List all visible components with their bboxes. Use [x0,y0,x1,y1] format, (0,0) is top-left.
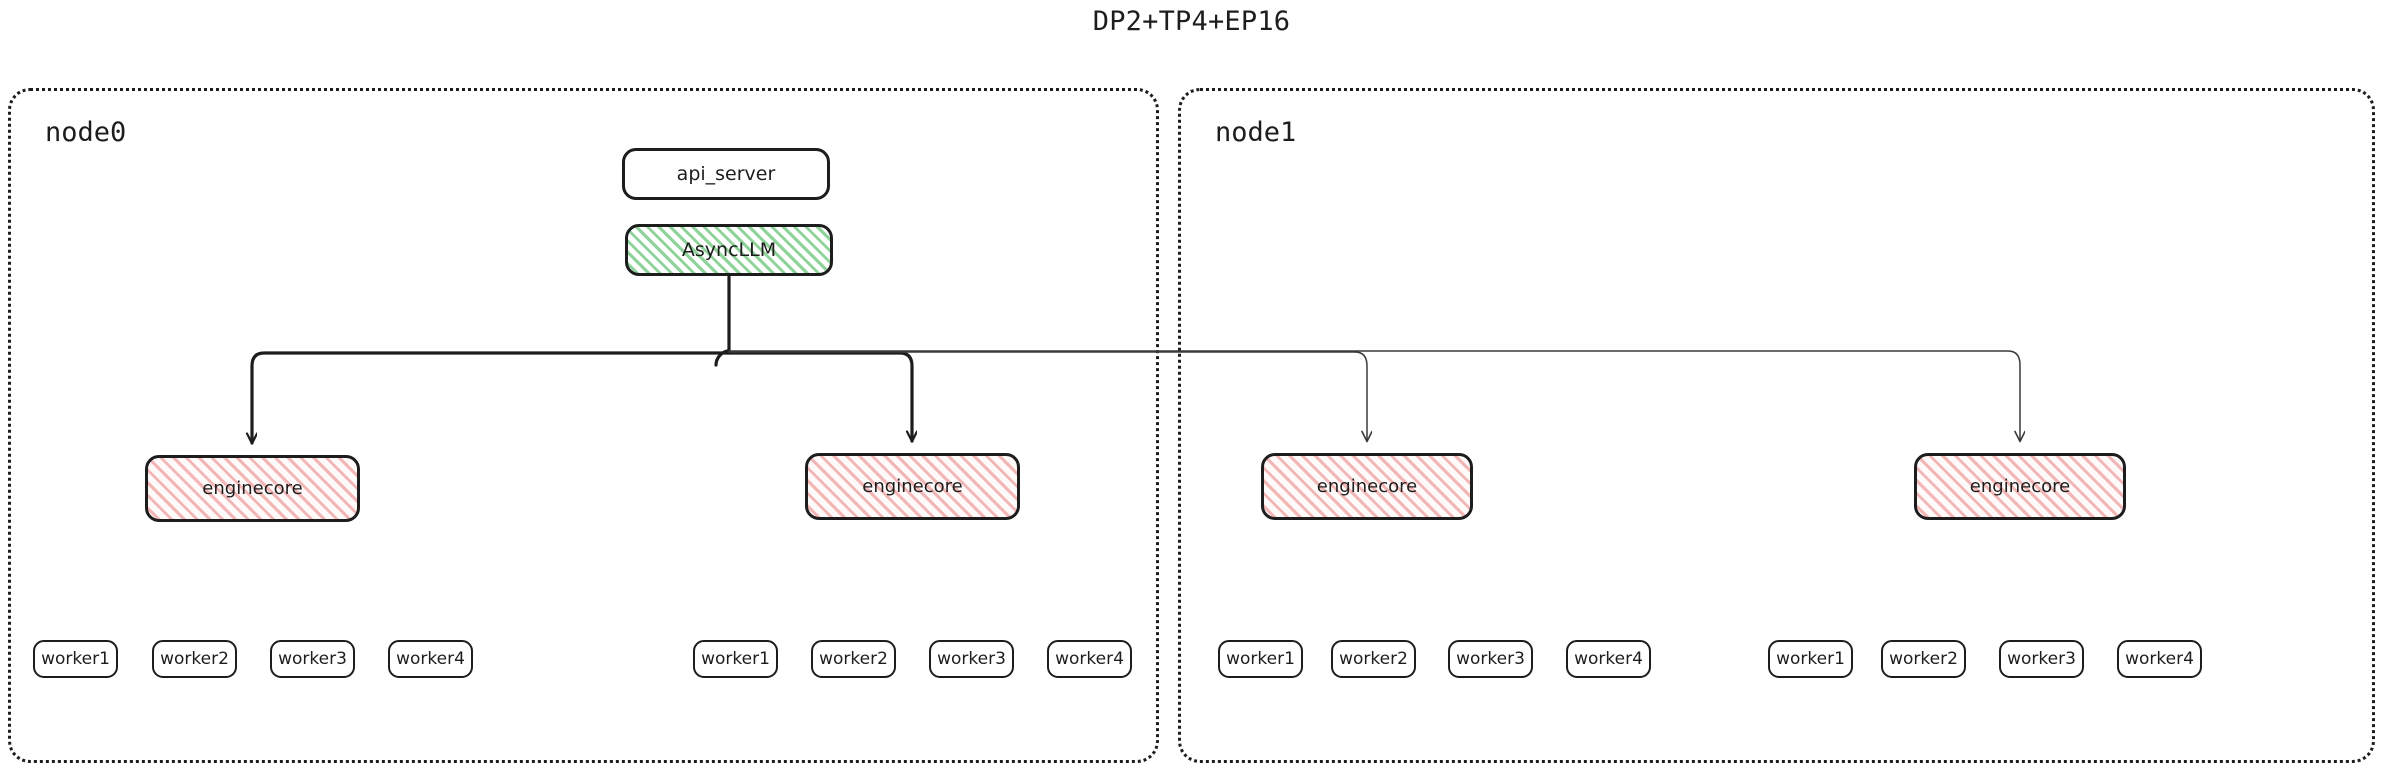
block-worker[interactable]: worker2 [1331,640,1416,678]
block-enginecore-node0-1[interactable]: enginecore [805,453,1020,520]
block-enginecore-label: enginecore [1969,476,2071,497]
block-enginecore-node1-0[interactable]: enginecore [1261,453,1473,520]
block-worker-label: worker3 [1456,649,1525,669]
block-worker-label: worker2 [819,649,888,669]
block-worker[interactable]: worker4 [388,640,473,678]
block-enginecore-label: enginecore [1316,476,1418,497]
block-worker-label: worker3 [278,649,347,669]
block-enginecore-label: enginecore [202,478,303,499]
block-worker[interactable]: worker3 [270,640,355,678]
block-worker-label: worker1 [1776,649,1845,669]
page-title: DP2+TP4+EP16 [1092,6,1291,37]
block-enginecore-node1-1[interactable]: enginecore [1914,453,2126,520]
block-worker[interactable]: worker1 [33,640,118,678]
block-worker[interactable]: worker1 [693,640,778,678]
node-label-node1: node1 [1215,117,1297,148]
block-worker-label: worker4 [396,649,465,669]
block-worker[interactable]: worker4 [1566,640,1651,678]
block-worker-label: worker4 [1055,649,1124,669]
block-enginecore-node0-0[interactable]: enginecore [145,455,360,522]
block-worker[interactable]: worker1 [1218,640,1303,678]
block-worker-label: worker2 [160,649,229,669]
block-api-server[interactable]: api_server [622,148,830,200]
block-worker-label: worker1 [1226,649,1295,669]
block-worker-label: worker4 [2125,649,2194,669]
block-worker-label: worker1 [701,649,770,669]
block-enginecore-label: enginecore [862,476,963,497]
block-worker-label: worker2 [1339,649,1408,669]
block-worker-label: worker1 [41,649,110,669]
block-worker[interactable]: worker2 [811,640,896,678]
block-api-server-label: api_server [676,163,776,185]
node-label-node0: node0 [45,117,127,148]
block-worker[interactable]: worker2 [152,640,237,678]
block-worker[interactable]: worker2 [1881,640,1966,678]
block-worker[interactable]: worker4 [2117,640,2202,678]
block-async-llm-label: AsyncLLM [681,239,777,261]
block-async-llm[interactable]: AsyncLLM [625,224,833,276]
block-worker[interactable]: worker3 [1448,640,1533,678]
block-worker-label: worker2 [1889,649,1958,669]
block-worker[interactable]: worker4 [1047,640,1132,678]
block-worker-label: worker3 [2007,649,2076,669]
block-worker[interactable]: worker3 [1999,640,2084,678]
block-worker-label: worker4 [1574,649,1643,669]
block-worker[interactable]: worker1 [1768,640,1853,678]
block-worker[interactable]: worker3 [929,640,1014,678]
block-worker-label: worker3 [937,649,1006,669]
